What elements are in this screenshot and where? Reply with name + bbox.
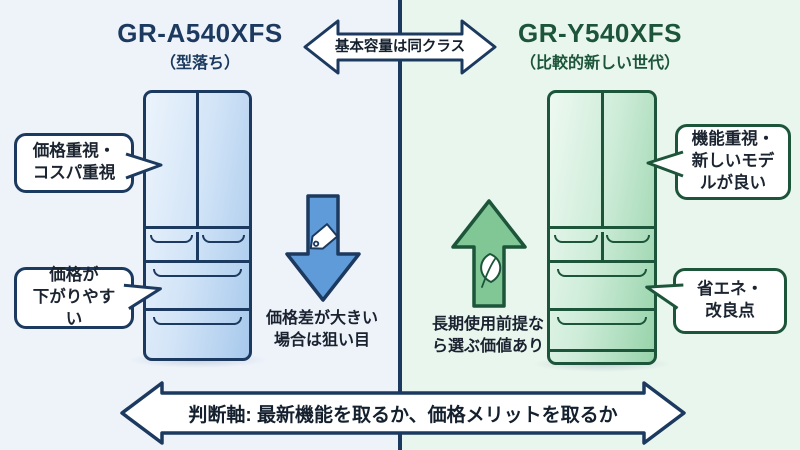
fridge-left: [143, 90, 252, 361]
center-divider: [398, 0, 402, 450]
up-arrow-caption: 長期使用前提な ら選ぶ価値あり: [431, 316, 544, 355]
up-arrow-icon: [451, 199, 527, 308]
fridge-door-split: [196, 93, 199, 226]
down-arrow-caption: 価格差が大きい 場合は狙い目: [265, 310, 378, 349]
callout-price-drop-label: 価格が 下がりやすい: [32, 266, 116, 328]
fridge-right: [547, 90, 657, 365]
fridge-right-bottom-drawer: [550, 314, 654, 352]
right-model-title: GR-Y540XFS: [518, 18, 682, 48]
capacity-banner: 基本容量は同クラス: [302, 13, 498, 77]
drawer-handle: [554, 235, 598, 243]
callout-tail-icon: [646, 150, 684, 178]
drawer-handle: [201, 235, 245, 243]
fridge-door-split: [600, 93, 604, 226]
callout-price-drop: 価格が 下がりやすい: [14, 266, 162, 329]
left-model-title: GR-A540XFS: [117, 18, 283, 48]
fridge-drawer-split: [196, 232, 199, 260]
fridge-right-drawer: [550, 266, 654, 311]
fridge-right-kick-plate: [550, 355, 654, 362]
drawer-handle: [153, 317, 242, 325]
drawer-handle: [606, 235, 650, 243]
drawer-handle: [153, 269, 242, 277]
decision-banner-label: 判断軸: 最新機能を取るか、価格メリットを取るか: [188, 404, 618, 426]
fridge-drawer-split: [600, 232, 604, 260]
double-arrow-icon: [303, 19, 497, 75]
callout-energy-saving-label: 省エネ・ 改良点: [697, 280, 763, 320]
decision-banner: 判断軸: 最新機能を取るか、価格メリットを取るか: [118, 381, 688, 445]
drawer-handle: [557, 269, 647, 277]
callout-feature-focus: 機能重視・ 新しいモデ ルが良い: [646, 124, 791, 200]
fridge-left-drawer: [146, 266, 249, 311]
callout-energy-saving: 省エネ・ 改良点: [645, 268, 787, 334]
fridge-left-mid-drawers: [146, 232, 249, 263]
callout-tail-icon: [123, 283, 162, 310]
price-tag-icon: [309, 223, 339, 250]
callout-feature-focus-label: 機能重視・ 新しいモデ ルが良い: [691, 130, 775, 192]
callout-tail-icon: [645, 283, 684, 310]
leaf-icon: [480, 253, 502, 288]
callout-tail-icon: [125, 152, 163, 180]
fridge-right-mid-drawers: [550, 232, 654, 263]
drawer-handle: [150, 235, 194, 243]
right-model-note: （比較的新しい世代）: [519, 55, 680, 72]
fridge-left-bottom-drawer: [146, 314, 249, 358]
down-arrow-icon: [285, 194, 361, 302]
left-model-note: （型落ち）: [159, 55, 240, 72]
callout-price-focus: 価格重視・ コスパ重視: [14, 133, 163, 193]
fridge-left-doors: [146, 93, 249, 229]
drawer-handle: [557, 317, 647, 325]
fridge-right-doors: [550, 93, 654, 229]
double-arrow-icon: [120, 381, 686, 445]
callout-price-focus-label: 価格重視・ コスパ重視: [32, 142, 116, 182]
capacity-banner-label: 基本容量は同クラス: [334, 38, 466, 55]
